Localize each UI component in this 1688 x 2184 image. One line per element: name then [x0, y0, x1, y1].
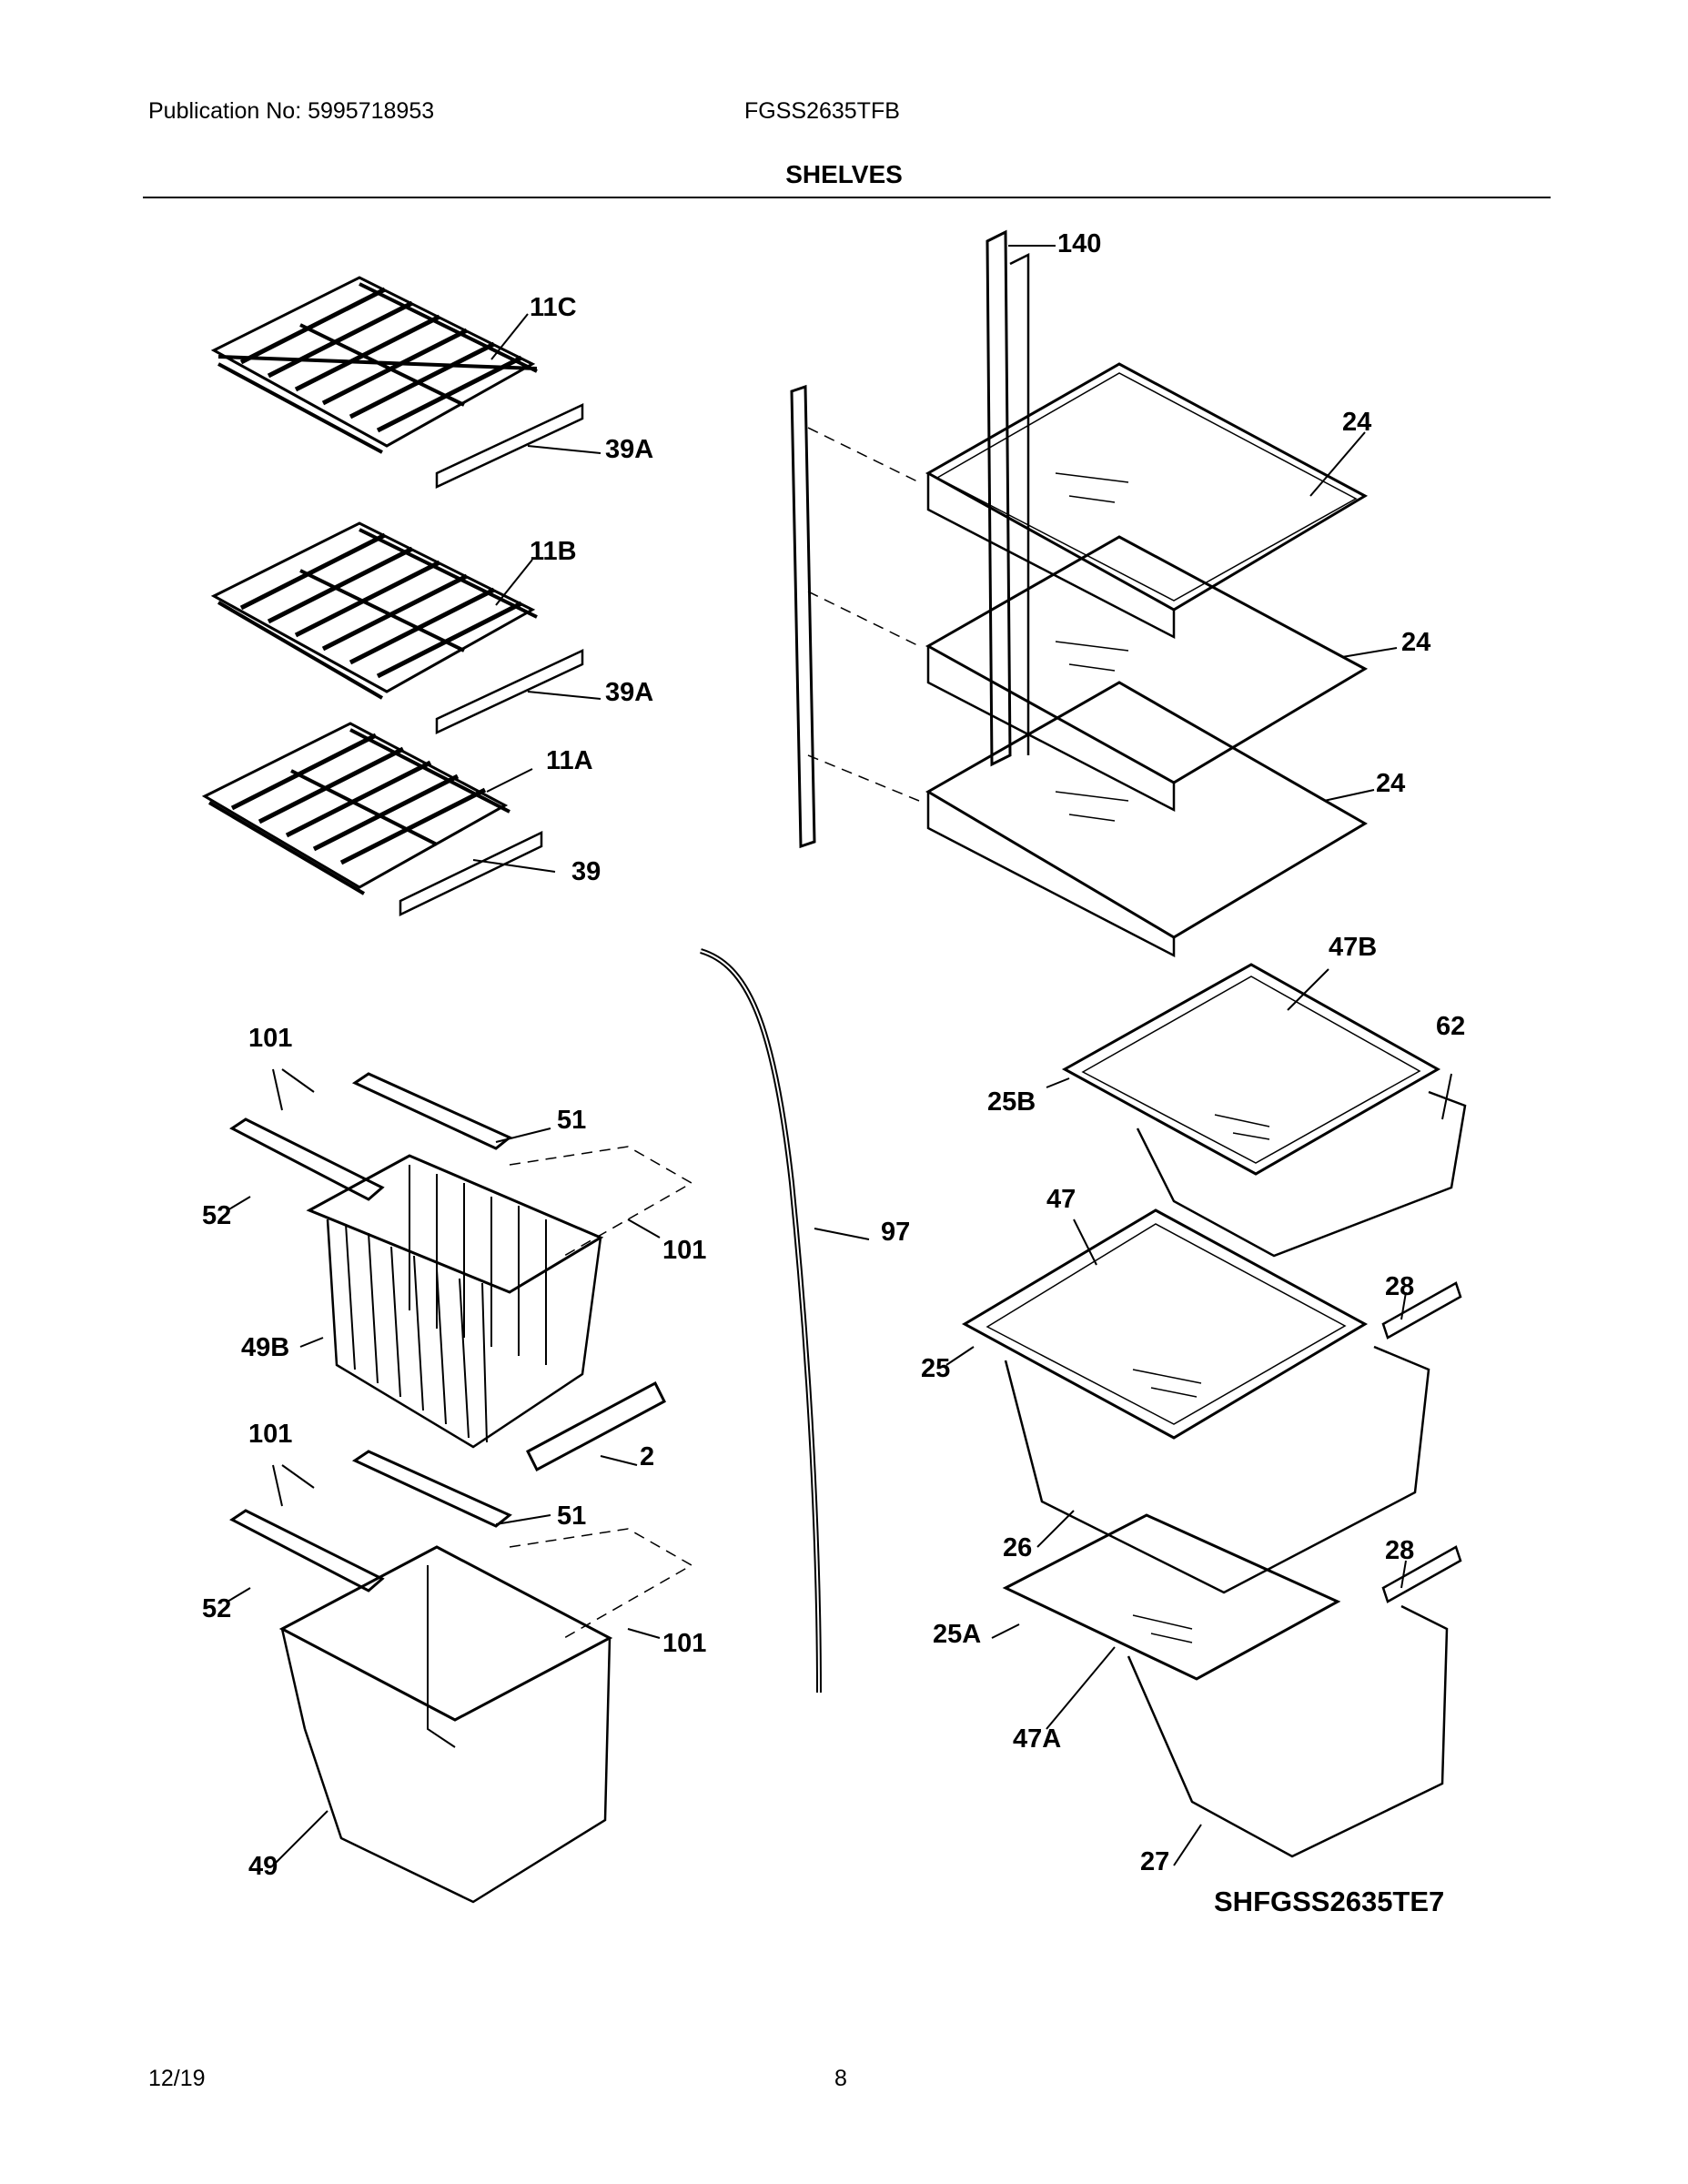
basket-trim-2 [526, 1380, 666, 1472]
callout-28: 28 [1385, 1536, 1415, 1565]
drawer-slide-28-lower [1381, 1545, 1462, 1603]
shelf-ladder-rail-140 [986, 229, 1030, 767]
header-rule [143, 197, 1551, 198]
callout-140: 140 [1057, 229, 1102, 258]
callout-49: 49 [248, 1852, 278, 1881]
slide-rail-51-lower [351, 1450, 512, 1528]
slide-rail-52-lower [229, 1509, 385, 1592]
crisper-drawer-26 [1004, 1345, 1430, 1594]
callout-101: 101 [662, 1629, 707, 1658]
callout-25: 25 [921, 1354, 951, 1383]
callout-101: 101 [248, 1420, 293, 1449]
callout-47: 47 [1046, 1185, 1076, 1214]
crisper-drawer-62 [1136, 1090, 1467, 1258]
leader-lines [227, 245, 1452, 1866]
wire-shelf-11C [210, 276, 584, 489]
glass-shelf-24-top [925, 362, 1369, 640]
callout-11C: 11C [530, 293, 577, 322]
callout-49B: 49B [241, 1333, 290, 1362]
crisper-cover-47A [1002, 1513, 1341, 1681]
callout-24: 24 [1376, 769, 1406, 798]
publication-number: Publication No: 5995718953 [148, 98, 435, 124]
callout-47A: 47A [1013, 1724, 1062, 1754]
crisper-drawer-27 [1127, 1604, 1449, 1858]
callout-25A: 25A [933, 1620, 982, 1649]
dashed-alignment-lines [807, 427, 920, 802]
callout-62: 62 [1436, 1012, 1466, 1041]
section-title: SHELVES [785, 160, 903, 188]
model-number: FGSS2635TFB [744, 98, 900, 124]
callout-11B: 11B [530, 537, 577, 566]
callout-24: 24 [1401, 628, 1431, 657]
callout-2: 2 [640, 1442, 655, 1471]
callout-47B: 47B [1329, 933, 1378, 962]
slide-rail-51-upper [351, 1072, 512, 1150]
callout-11A: 11A [546, 746, 593, 775]
callout-97: 97 [881, 1218, 911, 1247]
callout-51: 51 [557, 1106, 587, 1135]
callout-52: 52 [202, 1594, 232, 1623]
wire-basket-49B [306, 1154, 604, 1449]
crisper-cover-47 [961, 1208, 1369, 1440]
callout-27: 27 [1140, 1847, 1170, 1876]
callout-39: 39 [571, 857, 601, 886]
callout-25B: 25B [987, 1087, 1036, 1117]
glass-shelf-24-bottom [925, 681, 1368, 958]
water-tube-97 [700, 948, 822, 1694]
bin-49 [278, 1545, 613, 1904]
callout-26: 26 [1003, 1533, 1033, 1562]
diagram-code: SHFGSS2635TE7 [1214, 1886, 1445, 1917]
front-rail-strip [790, 384, 816, 849]
callout-52: 52 [202, 1201, 232, 1230]
callout-39A: 39A [605, 678, 654, 707]
drawer-slide-28-upper [1381, 1281, 1462, 1340]
callout-28: 28 [1385, 1272, 1415, 1301]
slide-rail-52-upper [229, 1117, 385, 1201]
callout-101: 101 [248, 1024, 293, 1053]
dashed-basket-guides [509, 1146, 693, 1639]
callout-101: 101 [662, 1236, 707, 1265]
footer-date: 12/19 [148, 2066, 206, 2091]
crisper-cover-47B [1061, 963, 1441, 1176]
page-number: 8 [834, 2066, 847, 2091]
wire-shelf-11B [210, 521, 584, 734]
wire-shelf-11A [201, 722, 543, 916]
callout-39A: 39A [605, 435, 654, 464]
callout-51: 51 [557, 1502, 587, 1531]
glass-shelf-24-middle [925, 535, 1369, 813]
callout-24: 24 [1342, 408, 1372, 437]
